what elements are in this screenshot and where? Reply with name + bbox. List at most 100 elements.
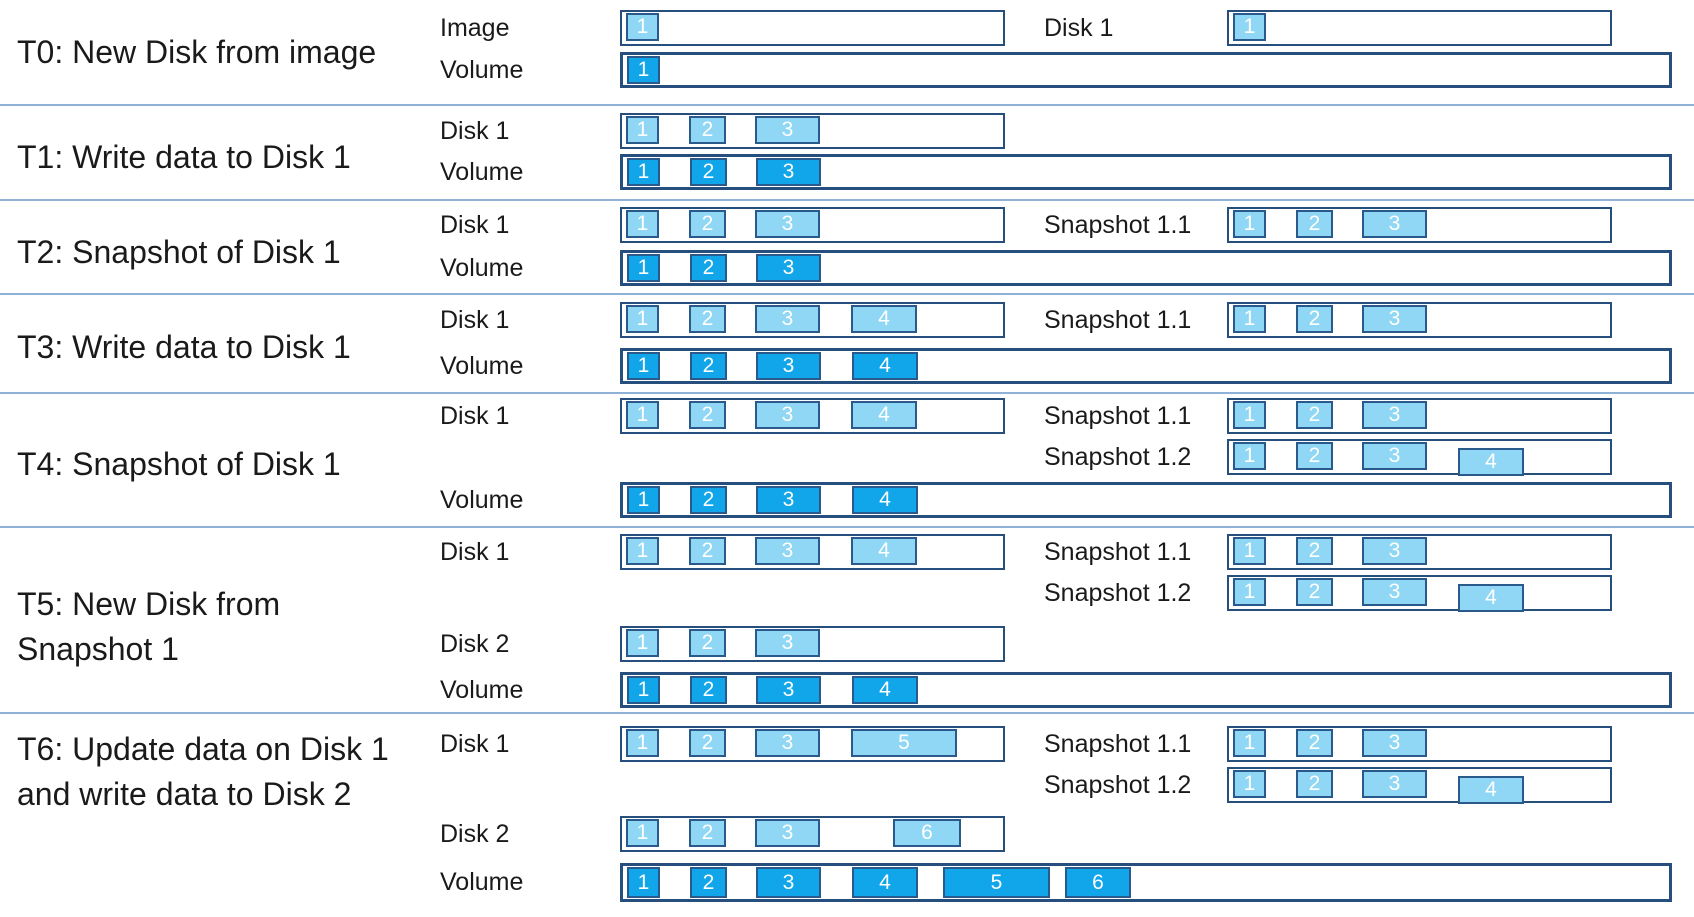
data-block: 4 bbox=[852, 352, 918, 380]
block-number: 4 bbox=[878, 307, 890, 330]
data-block: 3 bbox=[755, 401, 820, 429]
block-number: 4 bbox=[1485, 450, 1497, 473]
data-block: 1 bbox=[1233, 770, 1266, 798]
data-block: 2 bbox=[689, 305, 726, 333]
block-number: 2 bbox=[701, 307, 714, 330]
block-number: 1 bbox=[636, 631, 649, 654]
block-number: 3 bbox=[781, 631, 794, 654]
block-number: 2 bbox=[1308, 307, 1321, 330]
data-block: 6 bbox=[1065, 867, 1131, 898]
data-block: 3 bbox=[1362, 578, 1427, 606]
data-block: 3 bbox=[755, 629, 820, 657]
block-number: 5 bbox=[990, 870, 1003, 894]
section-title-line: T2: Snapshot of Disk 1 bbox=[17, 234, 341, 270]
data-block: 1 bbox=[1233, 537, 1266, 565]
data-block: 1 bbox=[627, 158, 660, 186]
data-block: 1 bbox=[1233, 401, 1266, 429]
block-number: 2 bbox=[701, 731, 714, 754]
block-number: 3 bbox=[782, 256, 795, 279]
data-block: 1 bbox=[626, 13, 659, 41]
block-number: 4 bbox=[879, 870, 891, 894]
section-divider bbox=[0, 104, 1694, 106]
block-number: 1 bbox=[1243, 444, 1256, 467]
block-number: 2 bbox=[702, 488, 715, 511]
row-label-volume: Volume bbox=[440, 253, 524, 282]
data-block: 3 bbox=[755, 116, 820, 144]
block-number: 3 bbox=[781, 539, 794, 562]
block-number: 3 bbox=[781, 307, 794, 330]
block-number: 3 bbox=[781, 731, 794, 754]
data-block: 4 bbox=[852, 486, 918, 514]
row-label-image: Image bbox=[440, 13, 510, 42]
data-block: 3 bbox=[1362, 305, 1427, 333]
data-block: 1 bbox=[627, 867, 660, 898]
storage-bar-t3: 1 2 3 4 bbox=[620, 302, 1005, 338]
row-label-snapshot-1-1: Snapshot 1.1 bbox=[1044, 305, 1192, 334]
data-block: 1 bbox=[1233, 210, 1266, 238]
data-block: 5 bbox=[851, 729, 957, 757]
data-block: 4 bbox=[851, 401, 917, 429]
data-block: 2 bbox=[1296, 401, 1333, 429]
data-block: 1 bbox=[626, 401, 659, 429]
block-number: 2 bbox=[701, 539, 714, 562]
block-number: 1 bbox=[637, 678, 650, 701]
data-block: 2 bbox=[689, 537, 726, 565]
block-number: 4 bbox=[878, 539, 890, 562]
block-number: 2 bbox=[701, 631, 714, 654]
block-number: 2 bbox=[701, 212, 714, 235]
data-block: 3 bbox=[1362, 729, 1427, 757]
data-block: 2 bbox=[690, 352, 727, 380]
block-number: 1 bbox=[636, 307, 649, 330]
block-number: 1 bbox=[636, 118, 649, 141]
row-label-disk-1: Disk 1 bbox=[440, 210, 510, 239]
block-number: 4 bbox=[879, 678, 891, 701]
block-number: 2 bbox=[701, 821, 714, 844]
row-label-volume: Volume bbox=[440, 157, 524, 186]
row-label-disk-1: Disk 1 bbox=[440, 305, 510, 334]
storage-bar-t5: 1 2 3 bbox=[620, 626, 1005, 662]
row-label-disk-2: Disk 2 bbox=[440, 819, 510, 848]
block-number: 6 bbox=[921, 821, 933, 844]
block-number: 3 bbox=[781, 118, 794, 141]
data-block: 3 bbox=[1362, 442, 1427, 470]
block-number: 1 bbox=[1243, 15, 1256, 38]
section-title-line: T4: Snapshot of Disk 1 bbox=[17, 446, 341, 482]
data-block: 3 bbox=[1362, 770, 1427, 798]
section-title-line: T3: Write data to Disk 1 bbox=[17, 329, 351, 365]
section-title-line: T6: Update data on Disk 1 bbox=[17, 731, 389, 767]
block-number: 3 bbox=[782, 488, 795, 511]
block-number: 2 bbox=[1308, 580, 1321, 603]
data-block: 2 bbox=[1296, 305, 1333, 333]
block-number: 1 bbox=[1243, 580, 1256, 603]
block-number: 1 bbox=[1243, 772, 1256, 795]
section-title-line: T0: New Disk from image bbox=[17, 34, 377, 70]
block-number: 3 bbox=[1388, 403, 1401, 426]
data-block: 1 bbox=[626, 210, 659, 238]
section-title-t2: T2: Snapshot of Disk 1 bbox=[17, 230, 341, 275]
block-number: 2 bbox=[1308, 444, 1321, 467]
section-title-t3: T3: Write data to Disk 1 bbox=[17, 325, 351, 370]
block-number: 2 bbox=[702, 354, 715, 377]
block-number: 3 bbox=[782, 678, 795, 701]
storage-bar-t0: 1 bbox=[1227, 10, 1612, 46]
row-label-snapshot-1-1: Snapshot 1.1 bbox=[1044, 729, 1192, 758]
block-number: 1 bbox=[637, 870, 650, 894]
block-number: 1 bbox=[1243, 539, 1256, 562]
block-number: 2 bbox=[1308, 539, 1321, 562]
data-block: 4 bbox=[1458, 776, 1524, 804]
row-label-volume: Volume bbox=[440, 485, 524, 514]
row-label-volume: Volume bbox=[440, 55, 524, 84]
block-number: 1 bbox=[637, 488, 650, 511]
data-block: 1 bbox=[627, 486, 660, 514]
block-number: 1 bbox=[1243, 307, 1256, 330]
